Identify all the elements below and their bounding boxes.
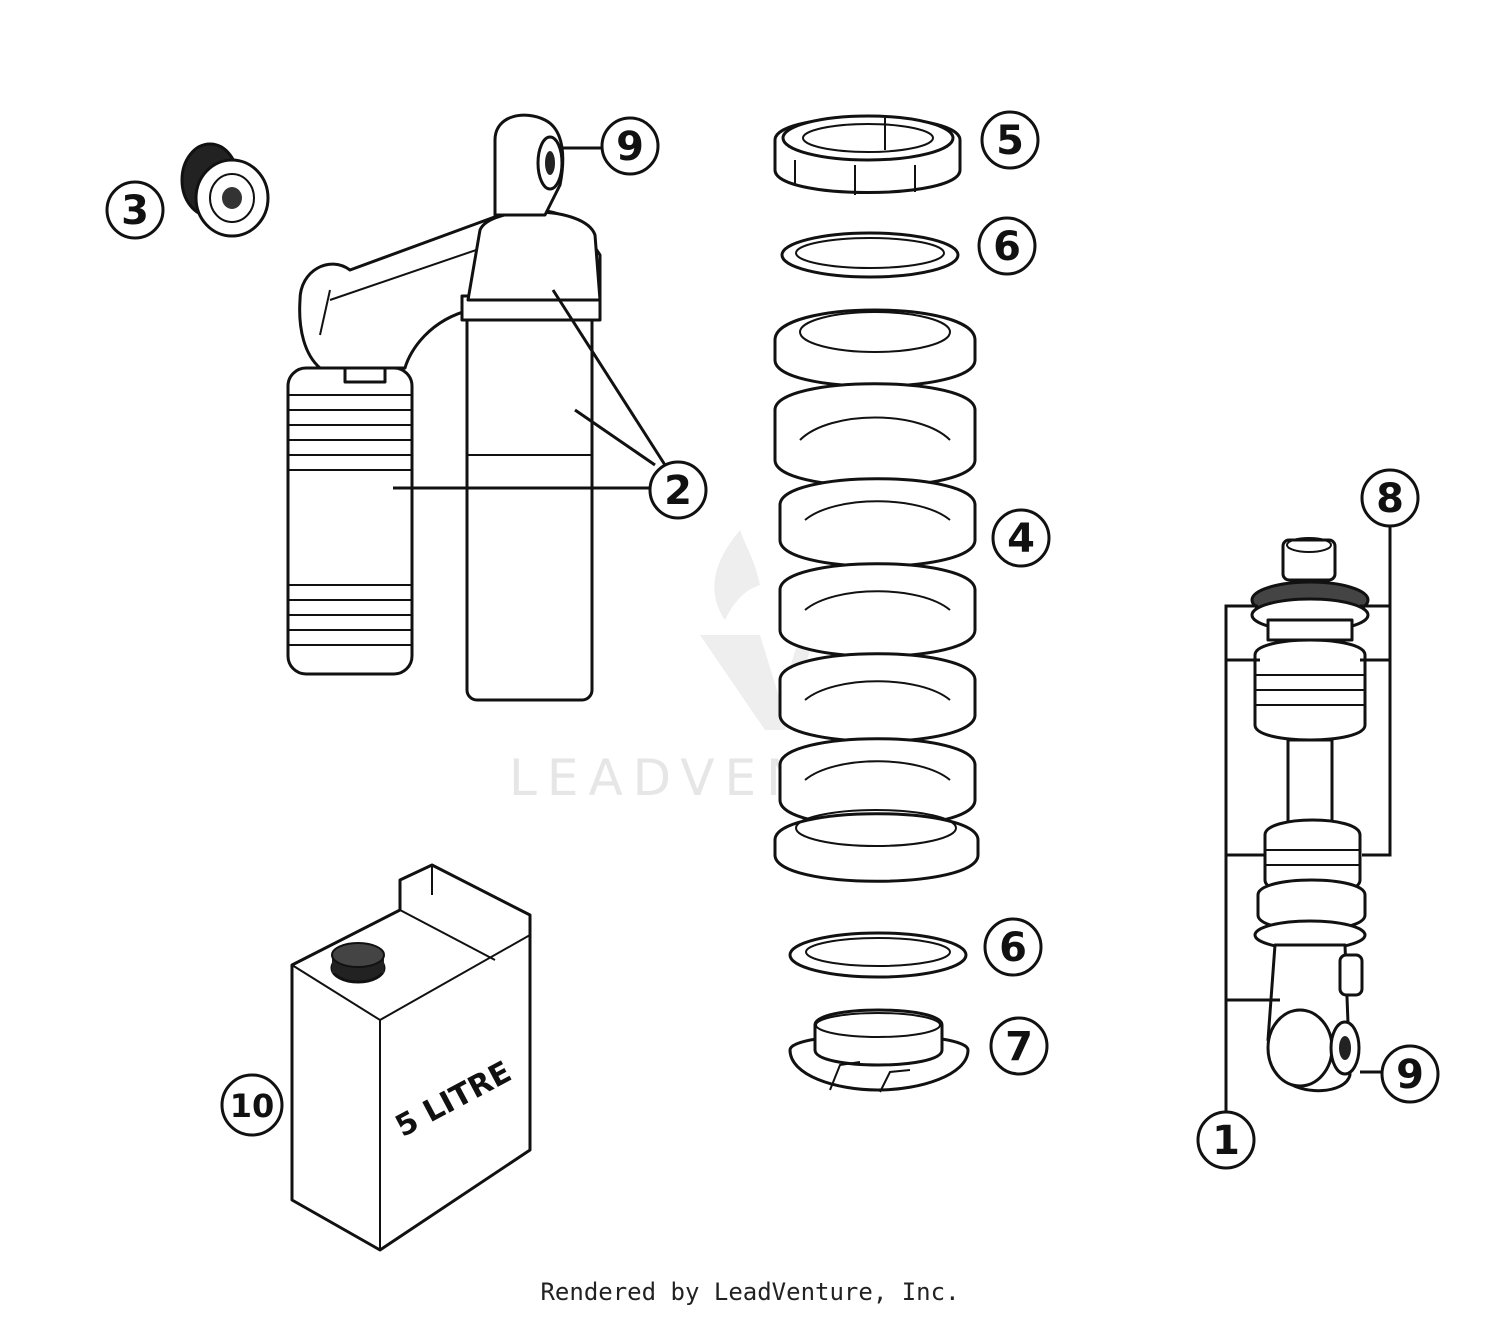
part-oil-container-10: 5 LITRE <box>290 863 532 1252</box>
svg-text:4: 4 <box>1007 516 1035 562</box>
callout-8[interactable]: 8 <box>1360 468 1420 528</box>
part-shock-body-2 <box>286 113 602 702</box>
footer-credit: Rendered by LeadVenture, Inc. <box>540 1278 960 1306</box>
callout-4[interactable]: 4 <box>991 508 1051 568</box>
svg-text:10: 10 <box>230 1087 275 1125</box>
svg-text:6: 6 <box>993 224 1021 270</box>
part-cap-3 <box>180 142 270 238</box>
svg-text:2: 2 <box>664 468 692 514</box>
callout-9-bottom[interactable]: 9 <box>1380 1044 1440 1104</box>
part-adjuster-ring-5 <box>773 114 962 195</box>
callout-2[interactable]: 2 <box>648 460 708 520</box>
callout-10[interactable]: 10 <box>220 1073 284 1137</box>
part-spring-4 <box>773 308 980 883</box>
svg-text:6: 6 <box>999 925 1027 971</box>
svg-text:5: 5 <box>996 118 1024 164</box>
part-washer-6-upper <box>780 231 960 279</box>
callout-1[interactable]: 1 <box>1196 1110 1256 1170</box>
svg-text:7: 7 <box>1005 1024 1033 1070</box>
callout-3[interactable]: 3 <box>105 180 165 240</box>
callouts: 3 9 2 5 6 4 6 7 <box>105 110 1440 1170</box>
callout-6-lower[interactable]: 6 <box>983 917 1043 977</box>
svg-text:9: 9 <box>1396 1052 1424 1098</box>
svg-text:9: 9 <box>616 124 644 170</box>
part-washer-6-lower <box>788 931 968 979</box>
svg-text:3: 3 <box>121 188 149 234</box>
leader-lines <box>393 146 1392 1113</box>
svg-text:8: 8 <box>1376 476 1404 522</box>
callout-5[interactable]: 5 <box>980 110 1040 170</box>
callout-7[interactable]: 7 <box>989 1016 1049 1076</box>
part-damper-rod-1 <box>1250 537 1370 1093</box>
part-spring-retainer-7 <box>788 1008 970 1093</box>
callout-9-top[interactable]: 9 <box>600 116 660 176</box>
svg-text:1: 1 <box>1212 1118 1240 1164</box>
callout-6-upper[interactable]: 6 <box>977 216 1037 276</box>
